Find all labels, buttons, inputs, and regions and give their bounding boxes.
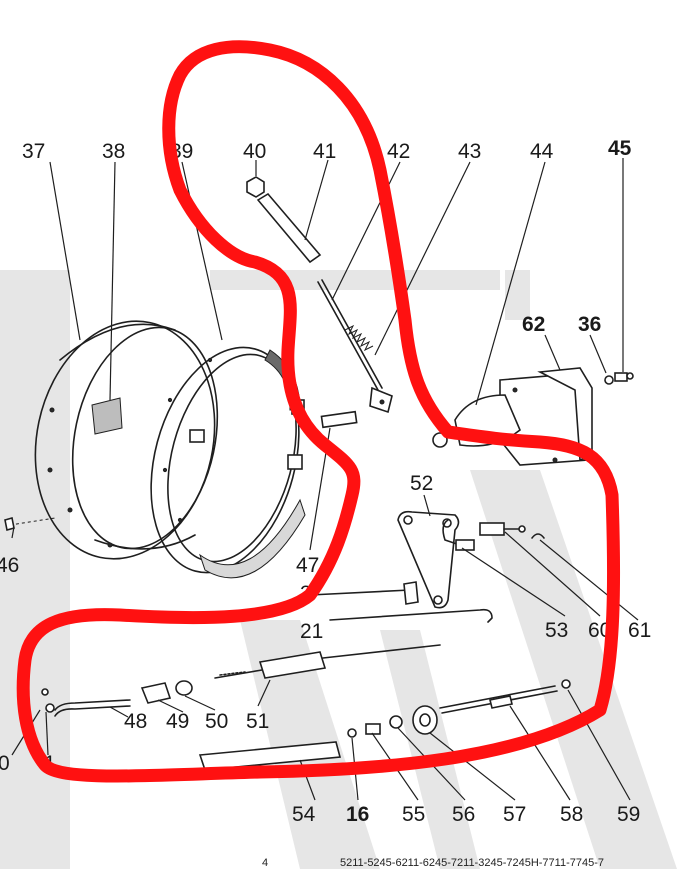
label-43: 43 [458,140,481,163]
washer-assembly [347,705,438,738]
label-41: 41 [313,140,336,163]
threaded-rod [439,679,571,714]
label-53: 53 [545,619,568,642]
label-40: 40 [243,140,266,163]
label-54: 54 [292,803,316,826]
leader-lines [11,158,639,801]
label-36: 36 [578,313,601,336]
cable-end-parts [41,680,193,717]
rubber-sleeve [256,192,322,264]
nut-part [246,176,265,198]
label-42: 42 [387,140,410,163]
label-61: 61 [628,619,651,642]
lever-plate [397,510,475,609]
link-rods [309,581,493,623]
lower-cylinder [198,741,342,771]
screw-parts [604,372,634,385]
label-62: 62 [522,313,545,336]
label-57: 57 [503,803,526,826]
footer-number: 4 [262,857,268,869]
label-44: 44 [530,140,554,163]
label-49: 49 [166,710,189,733]
label-37: 37 [22,140,45,163]
label-45: 45 [608,137,632,160]
label-59: 59 [617,803,640,826]
brake-drum-ring [34,320,219,560]
label-0-left: 0 [0,752,10,775]
label-38: 38 [102,140,125,163]
part-labels: 37 38 39 40 41 42 43 44 45 62 36 46 47 5… [0,137,651,826]
red-annotation-outline [16,40,621,783]
lining-patch [91,397,123,435]
label-55: 55 [402,803,425,826]
label-50: 50 [205,710,228,733]
label-21: 21 [300,620,323,643]
pin-part [320,410,358,429]
bolt-46 [4,516,56,532]
adjusting-rod [317,279,393,414]
footer-codes: 5211-5245-6211-6245-7211-3245-7245H-7711… [340,857,604,869]
label-48: 48 [124,710,147,733]
label-56: 56 [452,803,475,826]
label-47: 47 [296,554,319,577]
label-16: 16 [346,803,369,826]
background-watermark [0,270,677,869]
label-46: 46 [0,554,19,577]
label-51: 51 [246,710,269,733]
pin-assembly [479,522,545,539]
label-52: 52 [410,472,433,495]
page-footer: 4 5211-5245-6211-6245-7211-3245-7245H-77… [262,857,604,869]
brake-band [150,346,306,579]
brake-cylinder [214,644,441,679]
label-58: 58 [560,803,583,826]
